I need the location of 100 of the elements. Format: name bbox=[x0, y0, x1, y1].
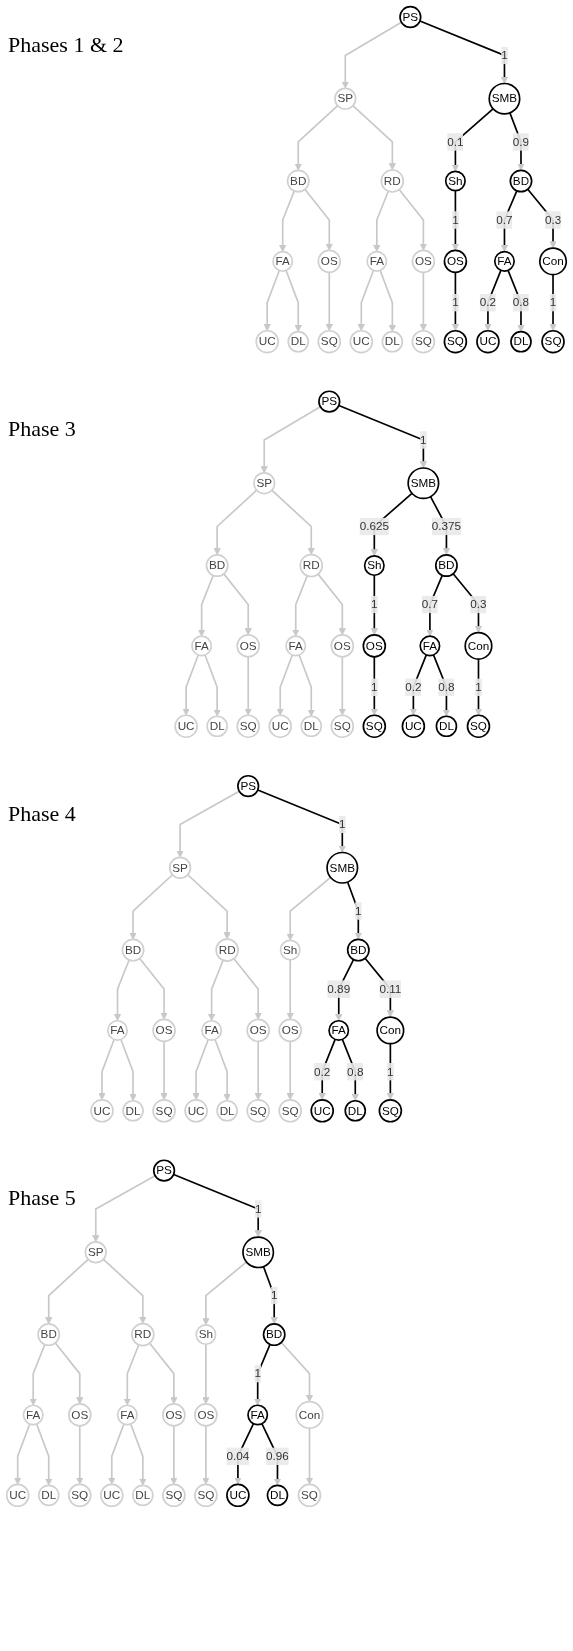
node-circle: UC bbox=[310, 1098, 335, 1123]
arrow bbox=[549, 273, 557, 332]
node-circle: SQ bbox=[466, 714, 491, 739]
node-circle: OS bbox=[330, 634, 355, 658]
arrow bbox=[192, 1038, 210, 1101]
arrow bbox=[98, 1038, 115, 1101]
edge-label: 0.1 bbox=[447, 134, 464, 149]
phase-label: Phases 1 & 2 bbox=[8, 31, 124, 58]
node-circle: OS bbox=[194, 1403, 218, 1427]
arrow bbox=[317, 573, 346, 636]
edge-label: 0.3 bbox=[544, 212, 562, 227]
arrow bbox=[138, 957, 168, 1020]
arrow bbox=[102, 1258, 147, 1324]
node-circle: OS bbox=[162, 1403, 186, 1427]
arrow bbox=[261, 1422, 282, 1486]
node-circle: BD bbox=[434, 554, 458, 578]
node-circle: DL bbox=[435, 715, 458, 738]
arrow bbox=[373, 190, 390, 252]
arrow bbox=[432, 654, 451, 717]
arrow bbox=[129, 1423, 147, 1486]
edge-label: 0.2 bbox=[314, 1064, 331, 1079]
edge-label: 0.8 bbox=[512, 295, 530, 309]
node-circle: FA bbox=[272, 250, 294, 272]
node-circle: DL bbox=[510, 330, 532, 353]
node-circle: OS bbox=[246, 1018, 270, 1043]
node-circle: SMB bbox=[326, 851, 359, 884]
arrow bbox=[14, 1423, 31, 1485]
node-circle: BD bbox=[346, 938, 370, 962]
node-circle: SMB bbox=[407, 467, 440, 500]
arrow bbox=[197, 574, 215, 637]
node-circle: DL bbox=[300, 715, 323, 738]
arrow bbox=[279, 190, 296, 252]
node-circle: OS bbox=[67, 1403, 92, 1427]
node-circle: BD bbox=[37, 1323, 61, 1347]
arrow bbox=[213, 489, 258, 556]
edge-label: 1 bbox=[371, 597, 378, 611]
arrow bbox=[286, 958, 294, 1020]
arrow bbox=[451, 271, 460, 332]
node-circle: BD bbox=[262, 1323, 286, 1347]
node-circle: UC bbox=[255, 329, 279, 354]
node-circle: Con bbox=[295, 1400, 324, 1430]
arrow bbox=[202, 1261, 248, 1326]
arrow bbox=[305, 1427, 314, 1485]
arrow bbox=[276, 654, 294, 716]
node-circle: SP bbox=[253, 472, 276, 495]
node-circle: UC bbox=[184, 1098, 208, 1123]
arrow bbox=[426, 574, 444, 637]
node-circle: SP bbox=[334, 87, 357, 110]
arrow bbox=[202, 1425, 210, 1485]
node-circle: SQ bbox=[317, 329, 342, 354]
node-circle: DL bbox=[37, 1484, 60, 1507]
node-circle: UC bbox=[268, 714, 293, 739]
arrow bbox=[244, 656, 252, 716]
node-circle: UC bbox=[174, 714, 198, 739]
edge-label: 1 bbox=[387, 1064, 394, 1079]
arrow bbox=[160, 1040, 168, 1101]
node-circle: OS bbox=[317, 249, 342, 274]
arrow bbox=[285, 269, 302, 333]
node-circle: SQ bbox=[411, 329, 436, 354]
arrow bbox=[222, 573, 252, 636]
arrow bbox=[507, 269, 525, 333]
arrow bbox=[304, 188, 333, 251]
node-circle: DL bbox=[216, 1099, 238, 1122]
edge-label: 0.625 bbox=[359, 519, 389, 533]
node-circle: SMB bbox=[488, 82, 521, 115]
node-circle: FA bbox=[493, 250, 515, 272]
node-circle: Con bbox=[538, 247, 568, 276]
arrow bbox=[298, 654, 315, 717]
node-circle: SQ bbox=[330, 714, 355, 739]
edge-label: 1 bbox=[501, 48, 508, 62]
edge-label: 1 bbox=[355, 903, 362, 918]
edge-label: 0.7 bbox=[496, 212, 513, 227]
node-circle: UC bbox=[401, 714, 426, 739]
node-circle: UC bbox=[476, 329, 500, 354]
arrow bbox=[286, 1040, 294, 1101]
arrow bbox=[260, 406, 322, 474]
node-circle: BD bbox=[121, 938, 145, 962]
arrow bbox=[419, 20, 509, 84]
node-circle: DL bbox=[206, 715, 228, 738]
node-circle: BD bbox=[205, 554, 229, 578]
arrow bbox=[54, 1342, 84, 1405]
node-circle: Sh bbox=[279, 939, 301, 961]
phase-label: Phase 4 bbox=[8, 800, 76, 827]
arrow bbox=[474, 658, 483, 716]
arrow bbox=[120, 1038, 137, 1102]
arrow bbox=[170, 1425, 178, 1485]
arrow bbox=[346, 881, 362, 940]
node-circle: OS bbox=[278, 1018, 303, 1043]
node-circle: PS bbox=[399, 5, 422, 29]
arrow bbox=[379, 269, 396, 333]
node-circle: OS bbox=[443, 249, 468, 274]
node-circle: FA bbox=[116, 1404, 138, 1426]
node-circle: SQ bbox=[162, 1483, 186, 1508]
node-circle: Sh bbox=[444, 170, 466, 192]
arrow bbox=[271, 489, 315, 555]
arrow bbox=[398, 188, 428, 251]
node-circle: Sh bbox=[195, 1324, 217, 1346]
node-circle: SQ bbox=[378, 1098, 403, 1123]
node-circle: BD bbox=[509, 169, 533, 193]
node-circle: FA bbox=[366, 250, 388, 272]
